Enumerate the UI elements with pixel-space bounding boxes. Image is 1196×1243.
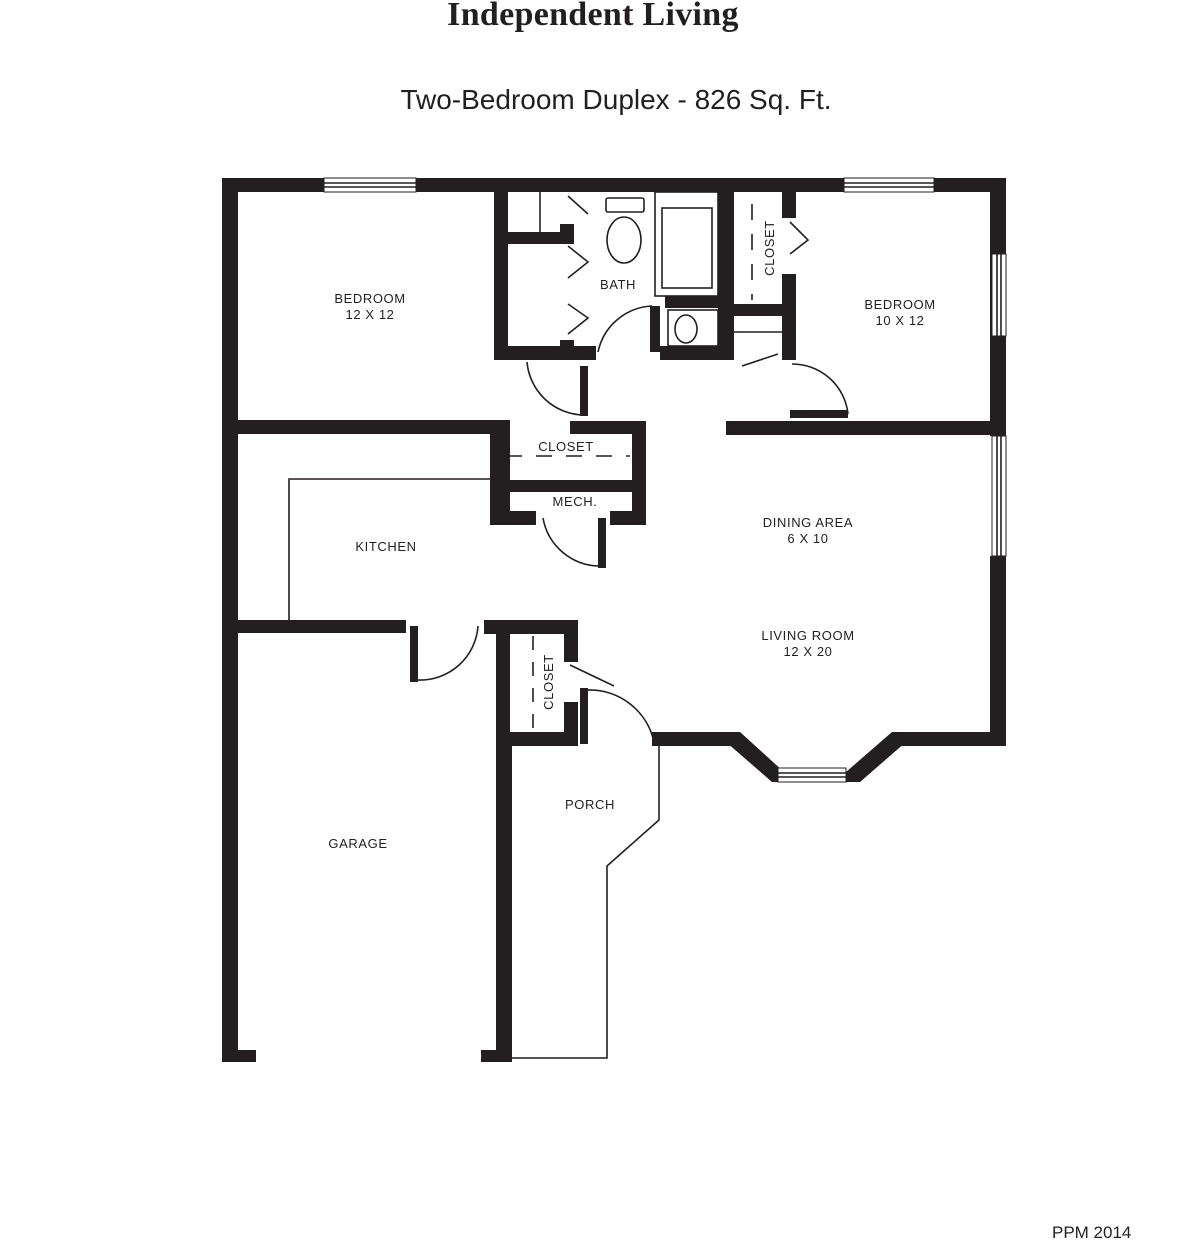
interior-walls (222, 192, 1006, 748)
bedroom2-closet-label: CLOSET (762, 220, 777, 276)
toilet-bowl-icon (606, 216, 642, 264)
bedroom2-label: BEDROOM (864, 297, 935, 312)
doors (417, 195, 849, 743)
room-labels: BEDROOM 12 X 12 BATH CLOSET BEDROOM 10 X… (328, 220, 935, 851)
hall-closet-label: CLOSET (538, 439, 594, 454)
window-bedroom1 (323, 177, 417, 193)
sink-basin-icon (674, 314, 698, 344)
mech-label: MECH. (553, 494, 598, 509)
window-bay (777, 767, 847, 783)
toilet-tank-icon (605, 197, 645, 213)
porch-label: PORCH (565, 797, 615, 812)
porch-outline (512, 746, 660, 1059)
dining-label: DINING AREA (763, 515, 853, 530)
garage-label: GARAGE (328, 836, 387, 851)
entry-closet-label: CLOSET (541, 654, 556, 710)
bedroom2-size: 10 X 12 (875, 313, 924, 328)
living-size: 12 X 20 (783, 644, 832, 659)
footer-credit: PPM 2014 (1052, 1223, 1132, 1242)
living-label: LIVING ROOM (761, 628, 854, 643)
dining-size: 6 X 10 (787, 531, 828, 546)
bath-label: BATH (600, 277, 636, 292)
window-bedroom2-side (991, 253, 1007, 337)
plan-subtitle: Two-Bedroom Duplex - 826 Sq. Ft. (400, 84, 832, 115)
bedroom1-size: 12 X 12 (345, 307, 394, 322)
kitchen-label: KITCHEN (355, 539, 416, 554)
sink-box-icon (667, 309, 719, 347)
bathtub-inner-icon (661, 207, 713, 289)
windows (323, 177, 1007, 783)
bathtub-outer-icon (654, 191, 719, 297)
page-title: Independent Living (447, 0, 739, 33)
bedroom1-label: BEDROOM (334, 291, 405, 306)
bath-fixtures (605, 191, 719, 347)
window-dining (991, 435, 1007, 557)
window-bedroom2-top (843, 177, 935, 193)
